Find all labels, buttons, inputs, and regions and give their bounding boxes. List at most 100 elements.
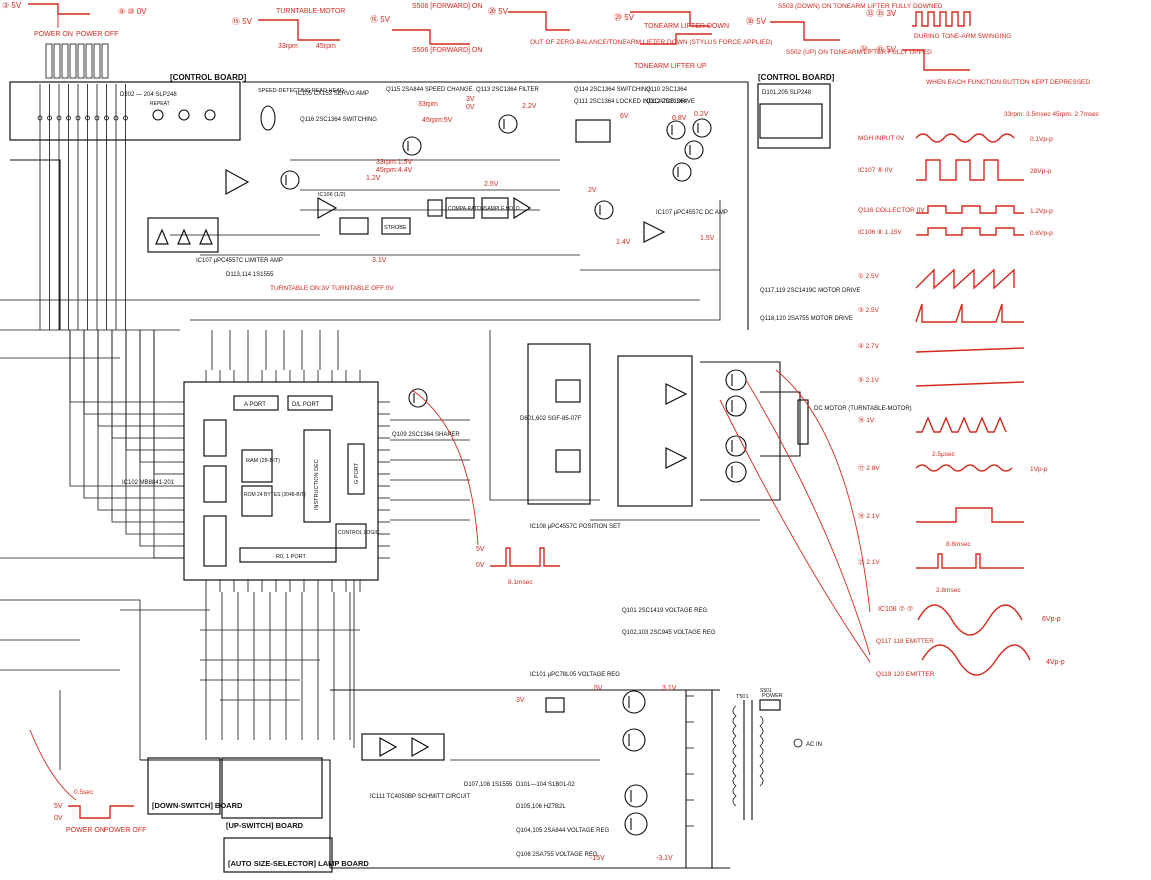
ic108-wave-value: 6Vp-p (1042, 616, 1061, 623)
d101-104-label: D101—104 S1B01-02 (516, 782, 575, 788)
d601-box (527, 343, 591, 505)
control-logic-label: CONTROL LOGIC (338, 530, 380, 536)
d113-label: D113,114 1S1555 (226, 272, 274, 278)
q119-wave-label: Q119 120 EMITTER (876, 671, 935, 678)
waveform-label: ⑰ 2.8V (858, 464, 880, 472)
ic101-block (545, 697, 565, 713)
bus-line (153, 330, 172, 559)
sample-hold-block (481, 197, 509, 219)
waveform-label: ① 2.5V (858, 272, 880, 280)
bus-line (97, 330, 172, 511)
bus-line (139, 330, 172, 463)
v-3v: 3V (466, 96, 475, 103)
lamp-row: REPEAT (150, 101, 216, 121)
ic102-mcu: A PORT D/L PORT RAM (28-BIT) ROM 24 BYTE… (69, 330, 470, 740)
r-port-label: R0, 1 PORT (276, 554, 306, 560)
bus-line (69, 330, 172, 403)
bus-line (83, 330, 172, 499)
v-0v: 0V (466, 104, 475, 111)
lamp-repeat: REPEAT (150, 101, 170, 107)
w3-label: ③ 5V (2, 1, 22, 10)
ram-label: RAM (28-BIT) (246, 458, 280, 464)
v-3v-ps: 3V (516, 697, 525, 704)
ic111-label: IC111 TC4050BP SCHMITT CIRCUIT (370, 794, 470, 800)
v-08: 0.8V (672, 115, 687, 122)
waveform-trace (915, 303, 1024, 323)
bl-power-off: POWER OFF (104, 827, 146, 834)
turntable-on-off: TURNTABLE ON:3V TURNTABLE OFF:0V (270, 285, 395, 292)
switch-array: D202 — 204 SLP248 REPEAT SPEED-DETECTING… (37, 43, 344, 330)
ic106-buffer (513, 196, 532, 220)
waveform-label: ⑤ 2.1V (858, 376, 880, 384)
v-15n-ps: -15V (590, 855, 605, 862)
transistor-symbol (672, 162, 692, 182)
g-port-block (347, 443, 365, 495)
control-board-2-outline (757, 83, 831, 149)
board-outlines: [CONTROL BOARD] [CONTROL BOARD] [DOWN-SW… (9, 73, 835, 873)
d105-label: D105,106 HZ7B2L (516, 804, 566, 810)
t05s-label: 0.5sec (74, 789, 94, 796)
ps-transistor (624, 812, 648, 836)
turntable-motor-label: TURNTABLE-MOTOR (276, 8, 345, 15)
ps-transistor (622, 690, 646, 714)
switch-contact (75, 115, 81, 121)
switch-label-box (101, 43, 109, 79)
waveform-label: ㉑ 2.1V (858, 558, 880, 566)
switch-contact (123, 115, 128, 121)
rpm-period-label: 33rpm: 3.5msec 45rpm: 2.7msec (1004, 111, 1100, 118)
down-switch-board-outline (147, 757, 221, 815)
ic107-triple-amp (147, 217, 219, 253)
q113-label: Q113 2SC1364 FILTER (476, 87, 539, 93)
transistor-symbol (666, 120, 686, 140)
q112-label: Q112 2SC1364 (646, 99, 688, 105)
v-25: 2.5V (484, 181, 499, 188)
w30-label: ㉚ 5V (746, 17, 767, 26)
v-14: 1.4V (616, 239, 631, 246)
d602-block (555, 449, 581, 473)
power-on-label: POWER ON (34, 31, 73, 38)
q104-label: Q104,105 2SA844 VOLTAGE REG (516, 828, 609, 834)
d601-block (555, 379, 581, 403)
v-5v-ps: 5V (594, 685, 603, 692)
v-02: 0.2V (694, 111, 709, 118)
comparator-label: COMPA-RATOR (448, 206, 485, 212)
s501-label: S501 (760, 688, 772, 694)
q115-label: Q115 2SA844 SPEED CHANGE (386, 87, 473, 93)
ram-block (241, 449, 273, 483)
switch-label-box (53, 43, 61, 79)
q116-label: Q116 2SC1364 SWITCHING (300, 117, 377, 123)
q117-wave-label: Q117 118 EMITTER (876, 638, 934, 645)
waveform-value: 1Vp-p (1030, 466, 1048, 473)
s502-label: S502 (UP) ON TONEARM LIFTER FULLY UPPED (786, 49, 932, 56)
d101-205-label: D101,205 SLP248 (762, 90, 812, 96)
v-45rpm-5: 45rpm:5V (422, 117, 453, 124)
transistor-symbol (684, 140, 704, 160)
waveform-trace (916, 507, 1024, 523)
strobe-label: STROBE (384, 225, 407, 231)
v-6v: 6V (620, 113, 629, 120)
s503-label: S503 (DOWN) ON TONEARM LIFTER FULLY DOWN… (778, 3, 943, 10)
waveform-trace (916, 227, 1024, 236)
v-45rpm-44: 45rpm:4.4V (376, 167, 413, 174)
bl-v0: 0V (54, 815, 63, 822)
bus-line (125, 330, 172, 451)
power-sw-label: POWER (762, 693, 783, 699)
w9-10-label: ⑨ ⑩ 0V (118, 7, 147, 16)
dc-motor-label: DC MOTOR (TURNTABLE-MOTOR) (814, 406, 912, 412)
d-port-label: D/L PORT (292, 402, 320, 408)
waveform-label: ⑯ 1V (858, 416, 875, 424)
power-off-label: POWER OFF (76, 31, 118, 38)
waveform-trace (915, 381, 1025, 387)
ic108-box (617, 355, 693, 507)
w15-label: ⑮ 5V (232, 17, 253, 26)
q117-wave-value: 4Vp-p (1046, 659, 1065, 666)
w34-label: ㉞—㊶ 5V (860, 45, 897, 54)
q110-label: Q110 2SC1364 (646, 87, 688, 93)
sample-hold-label: SAMPLE HOLD (484, 206, 520, 212)
servo-section: IC105 CX153 SERVO AMP Q115 2SA844 SPEED … (10, 81, 860, 408)
waveform-label: ⑱ 2.1V (858, 512, 880, 520)
ic106-block-a (339, 217, 369, 235)
t88ms-label: 8.8msec (946, 541, 971, 548)
ic102-left-port-a (203, 419, 227, 457)
d202-label: D202 — 204 SLP248 (120, 92, 177, 98)
